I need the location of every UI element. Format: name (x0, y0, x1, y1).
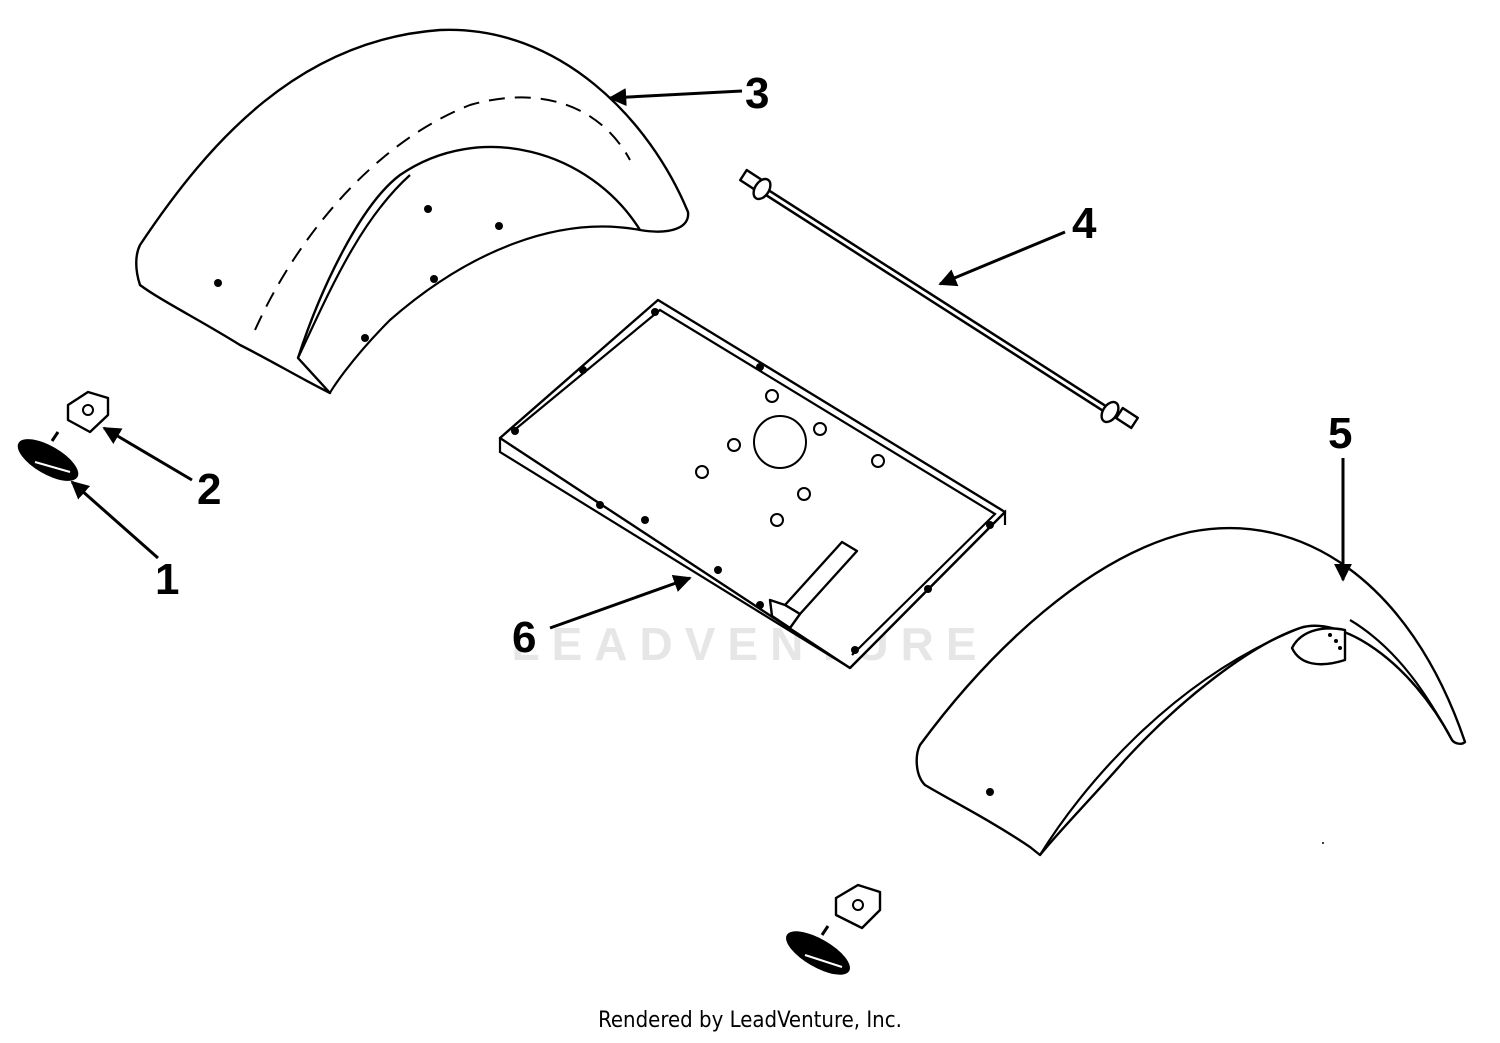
bracket-left (66, 390, 110, 434)
knob-bottom (786, 925, 850, 975)
callout-5: 5 (1328, 409, 1352, 458)
knob-left (17, 431, 79, 481)
fender-left (135, 28, 690, 395)
callout-2: 2 (197, 465, 221, 514)
callout-3: 3 (745, 69, 769, 118)
callout-4: 4 (1072, 199, 1097, 248)
callout-6: 6 (512, 613, 536, 662)
fender-right (915, 527, 1467, 857)
bracket-bottom (834, 883, 882, 930)
callout-labels: 3 4 5 2 1 6 (155, 69, 1352, 662)
seat-pan (498, 298, 1007, 670)
callout-1: 1 (155, 555, 179, 604)
leader-lines (70, 88, 1352, 630)
watermark-text: LEADVENTURE (511, 618, 988, 670)
rod (738, 168, 1140, 430)
footer-credit: Rendered by LeadVenture, Inc. (598, 1008, 902, 1033)
